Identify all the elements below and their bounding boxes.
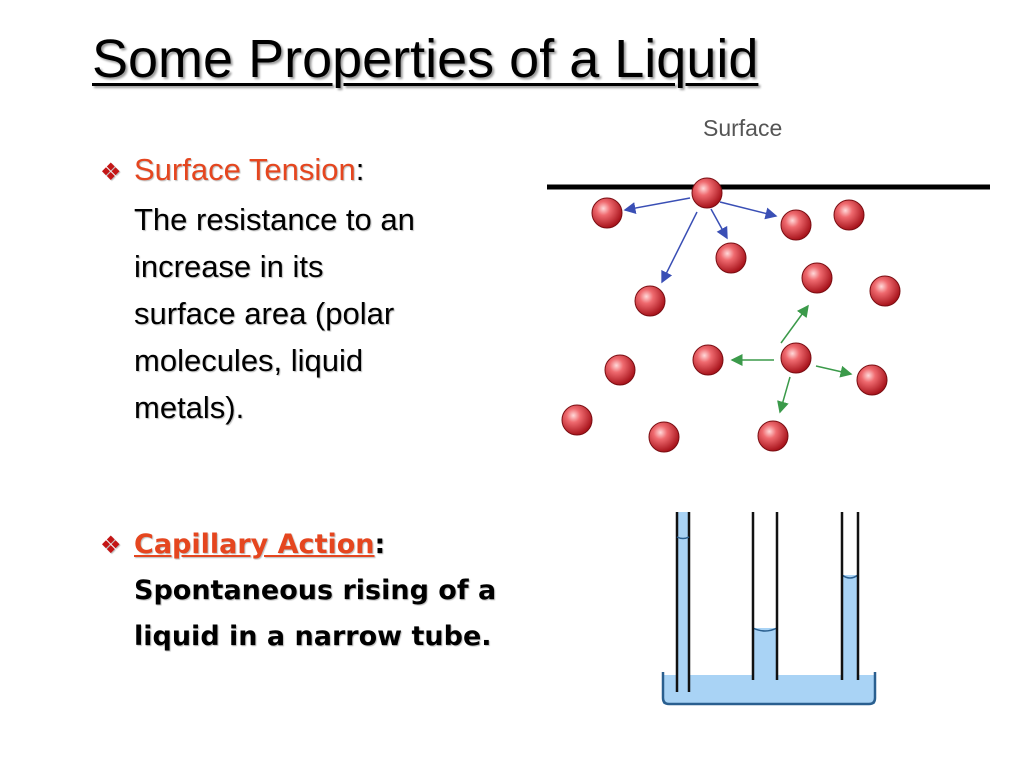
force-arrow	[719, 201, 778, 220]
term-colon: :	[374, 529, 386, 560]
molecule	[833, 199, 865, 231]
force-arrow	[661, 211, 698, 284]
term-colon: :	[355, 152, 365, 187]
molecule	[856, 364, 888, 396]
definition-line: metals).	[134, 390, 245, 425]
molecule	[604, 354, 636, 386]
molecule	[691, 177, 723, 209]
molecule	[692, 344, 724, 376]
molecules	[561, 177, 901, 453]
term-surface-tension: Surface Tension	[134, 152, 356, 187]
surface-label: Surface	[703, 115, 782, 141]
definition-line: molecules, liquid	[134, 343, 364, 378]
capillary-action-diagram	[661, 512, 877, 706]
diamond-bullet-icon: ❖	[100, 159, 122, 186]
term-capillary-action: Capillary Action	[134, 529, 375, 560]
surface-tension-diagram: Surface	[547, 115, 990, 453]
narrow-tube	[751, 512, 779, 680]
molecule	[561, 404, 593, 436]
force-arrow	[815, 365, 853, 378]
wide-tube	[675, 512, 691, 692]
molecule	[780, 209, 812, 241]
interior-force-arrows	[730, 304, 853, 414]
definition-line: surface area (polar	[134, 296, 395, 331]
slide-title: Some Properties of a Liquid	[92, 29, 759, 89]
diamond-bullet-icon: ❖	[100, 531, 122, 559]
bullet-surface-tension: ❖ Surface Tension: The resistance to an …	[100, 146, 520, 431]
bullet-capillary-action: ❖ Capillary Action: Spontaneous rising o…	[100, 522, 620, 660]
definition-line: liquid in a narrow tube.	[134, 621, 492, 652]
surface-force-arrows	[623, 197, 778, 284]
molecule	[869, 275, 901, 307]
definition-line: Spontaneous rising of a	[134, 575, 497, 606]
force-arrow	[780, 304, 809, 344]
force-arrow	[710, 208, 728, 240]
medium-tube	[840, 512, 860, 680]
molecule	[715, 242, 747, 274]
molecule	[757, 420, 789, 452]
molecule	[780, 342, 812, 374]
molecule	[634, 285, 666, 317]
molecule	[648, 421, 680, 453]
molecule	[591, 197, 623, 229]
definition-line: The resistance to an	[134, 202, 415, 237]
molecule	[801, 262, 833, 294]
definition-line: increase in its	[134, 249, 324, 284]
force-arrow	[623, 197, 691, 214]
force-arrow	[777, 376, 791, 414]
